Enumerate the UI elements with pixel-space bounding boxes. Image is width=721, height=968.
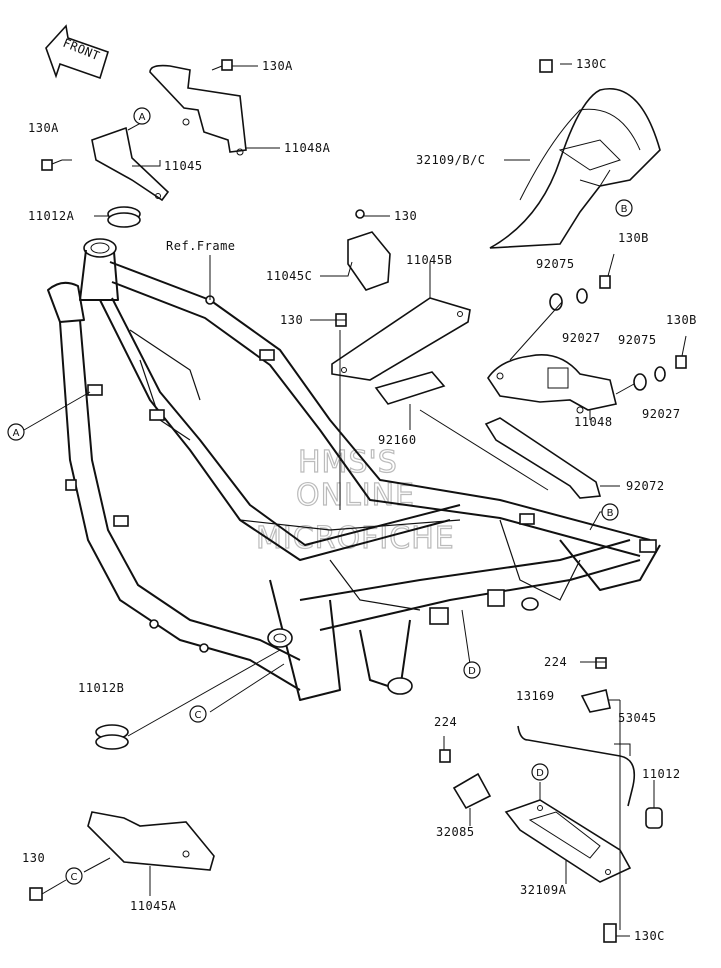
callout-D-lower: D [531,763,549,781]
callout-A-lower: A [7,423,25,441]
label-130C-bottom: 130C [634,929,665,943]
part-labels: 130A 130A 11048A 11045 130C 32109/B/C 11… [22,57,697,943]
label-11045: 11045 [164,159,203,173]
bracket-11048A [149,64,247,156]
bolt-130B-b [675,355,687,369]
label-11012B: 11012B [78,681,124,695]
bracket-11048 [487,354,617,414]
callout-C-upper: C [189,705,207,723]
label-92075-b: 92075 [618,333,657,347]
label-32085: 32085 [436,825,475,839]
callout-D-upper: D [463,661,481,679]
label-130B-b: 130B [666,313,697,327]
front-arrow-icon: FRONT [45,24,109,80]
label-130A-left: 130A [28,121,59,135]
leader-lines [23,63,687,937]
seat-cowl-32109 [489,88,661,249]
grommet-11012A [107,206,141,228]
label-32109A: 32109A [520,883,567,897]
bracket-11045C [347,209,391,291]
bolt-130A-left [41,159,63,171]
label-11012A: 11012A [28,209,75,223]
callout-C-lower-text: C [71,872,78,883]
bolt-130C-bottom [603,923,617,943]
bracket-11045 [91,126,170,202]
label-224-a: 224 [544,655,567,669]
bolt-130B-a [599,275,611,289]
callout-D-upper-text: D [468,666,476,677]
label-130C-top: 130C [576,57,607,71]
label-ref-frame: Ref.Frame [166,239,236,253]
callout-D-lower-text: D [536,768,544,779]
callout-A-upper: A [133,107,151,125]
pad-92160 [374,371,446,405]
watermark: HMS'S ONLINE MICROFICHE [255,444,455,556]
label-130A-top: 130A [262,59,293,73]
band-92072 [484,417,602,499]
label-92160: 92160 [378,433,417,447]
callout-C-upper-text: C [195,710,202,721]
label-130-bottom: 130 [22,851,45,865]
washer-92027-b [654,366,666,382]
callout-B-upper: B [615,199,633,217]
label-11045C: 11045C [266,269,312,283]
bolt-130C-top [539,59,553,73]
label-11048A: 11048A [284,141,331,155]
bolt-130-bottom [29,887,43,901]
callout-C-lower: C [65,867,83,885]
grommet-11012B [95,724,129,750]
tray-32109A [504,799,632,883]
callout-B-lower-text: B [607,508,614,519]
label-92075-a: 92075 [536,257,575,271]
label-92072: 92072 [626,479,665,493]
label-130B-a: 130B [618,231,649,245]
label-53045: 53045 [618,711,657,725]
bracket-32085 [452,772,492,810]
main-frame [47,238,661,701]
clamp-13169 [580,689,611,713]
washer-92075-b [633,373,647,391]
washer-92027-a [576,288,588,304]
grommet-11012 [645,807,663,829]
callout-A-lower-text: A [13,428,20,439]
bolt-224-a [595,657,607,669]
label-224-b: 224 [434,715,457,729]
bolt-130A-top [211,59,233,71]
callout-A-upper-text: A [139,112,146,123]
label-13169: 13169 [516,689,555,703]
label-11045A: 11045A [130,899,177,913]
watermark-line-3: MICROFICHE [256,521,455,556]
label-130-mid: 130 [394,209,417,223]
callout-B-lower: B [601,503,619,521]
label-11012: 11012 [642,767,681,781]
label-11048: 11048 [574,415,613,429]
label-11045B: 11045B [406,253,452,267]
bolt-224-b [439,749,451,763]
bracket-11045B [331,297,471,381]
label-92027-a: 92027 [562,331,601,345]
bracket-11045A [87,811,215,871]
callout-B-upper-text: B [621,204,628,215]
washer-92075-a [549,293,563,311]
label-130-left: 130 [280,313,303,327]
label-32109BC: 32109/B/C [416,153,486,167]
watermark-line-1: HMS'S [298,445,398,480]
label-92027-b: 92027 [642,407,681,421]
